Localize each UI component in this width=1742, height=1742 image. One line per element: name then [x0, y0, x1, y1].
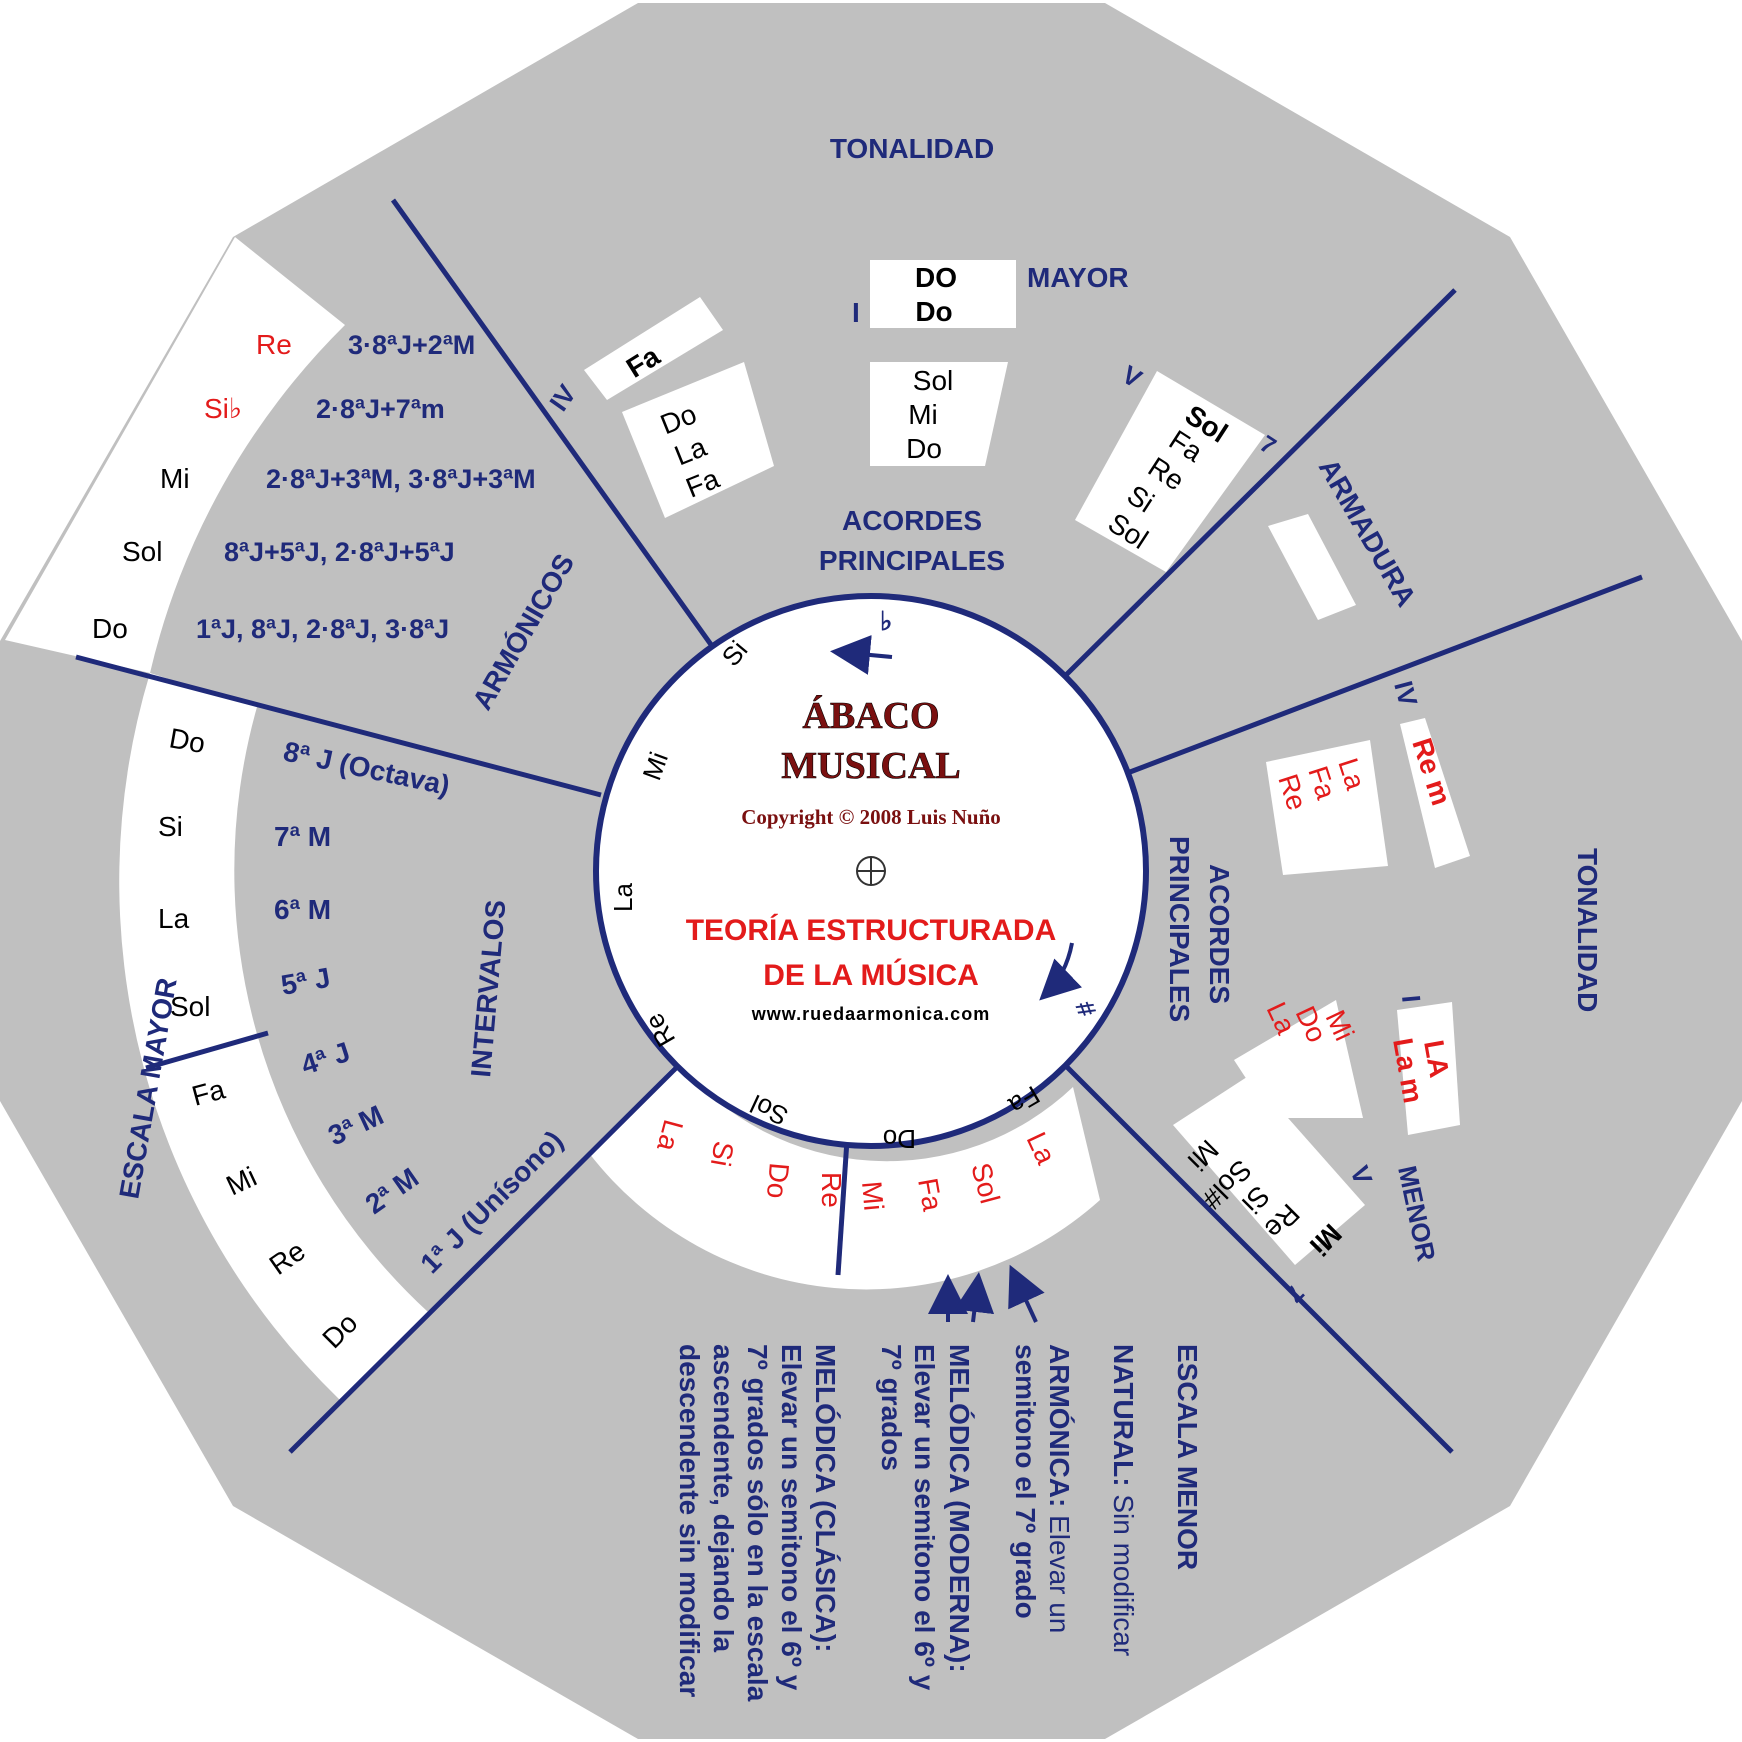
armonicos-white-band — [5, 237, 345, 673]
abaco-title: ÁBACO — [802, 695, 939, 737]
re-m-box — [1400, 718, 1470, 868]
acordes-menor-1: ACORDES — [1204, 864, 1235, 1004]
chord-IV-box — [622, 362, 774, 518]
theory-line-1: TEORÍA ESTRUCTURADA — [686, 913, 1057, 947]
tonalidad-mayor-header: TONALIDAD — [830, 133, 994, 164]
acordes-mayor-2: PRINCIPALES — [819, 545, 1005, 576]
armonico-value-5: 1ªJ, 8ªJ, 2·8ªJ, 3·8ªJ — [196, 614, 449, 644]
escala-menor-desc-3: Do — [761, 1161, 795, 1199]
musical-title: MUSICAL — [781, 745, 960, 787]
natural-text: Sin modificar — [1108, 1494, 1139, 1656]
armonico-value-2: 2·8ªJ+7ªm — [316, 394, 445, 424]
moderna-label: MELÓDICA (MODERNA): — [944, 1344, 975, 1673]
tonalidad-menor-header: TONALIDAD — [1572, 848, 1603, 1012]
armonico-value-1: 3·8ªJ+2ªM — [348, 330, 475, 360]
mayor-label: MAYOR — [1027, 262, 1129, 293]
moderna-text-2: 7º grados — [876, 1344, 907, 1471]
chord-I-box — [870, 362, 1008, 466]
degree-I-mayor: I — [852, 297, 860, 328]
armonica-text-2: semitono el 7º grado — [1010, 1344, 1041, 1619]
intervalo-note-2: Si — [158, 811, 183, 842]
flat-direction-arrow — [830, 635, 893, 675]
chord-IV-root-box — [584, 297, 723, 400]
acordes-menor-2: PRINCIPALES — [1164, 836, 1195, 1022]
clasica-text-2: 7º grados sólo en la escala — [742, 1344, 773, 1702]
ring-note-la: La — [608, 883, 638, 912]
menor-chord-V-box — [1173, 1075, 1365, 1265]
escala-menor-desc-2: Si — [705, 1139, 740, 1169]
intervalo-note-4: Sol — [170, 991, 210, 1022]
clasica-text-4: descendente sin modificar — [674, 1344, 705, 1697]
divider-lines — [75, 198, 1643, 1454]
armadura-box — [1268, 514, 1356, 620]
escala-menor-desc-4: Re — [816, 1172, 847, 1208]
menor-chord-I-box — [1234, 1000, 1363, 1118]
key-do-upper: DO — [915, 262, 957, 293]
armonica-line: ARMÓNICA: Elevar un — [1044, 1344, 1075, 1633]
acordes-mayor-1: ACORDES — [842, 505, 982, 536]
escala-menor-asc-2: Fa — [912, 1176, 948, 1214]
sharp-direction-arrow — [1039, 942, 1082, 1001]
armonico-note-5: Do — [92, 613, 128, 644]
armonico-note-3: Mi — [160, 463, 190, 494]
armonico-value-3: 2·8ªJ+3ªM, 3·8ªJ+3ªM — [266, 464, 536, 494]
intervalo-note-3: La — [158, 903, 190, 934]
clasica-text-3: ascendente, dejando la — [708, 1344, 739, 1653]
chord-V-box — [1075, 371, 1265, 572]
website: www.ruedaarmonica.com — [751, 1004, 990, 1024]
copyright: Copyright © 2008 Luis Nuño — [741, 805, 1001, 829]
chord-I-note-1: Sol — [913, 365, 953, 396]
menor-chord-IV-box — [1266, 740, 1388, 875]
flat-symbol: ♭ — [880, 606, 892, 636]
chord-I-note-2: Mi — [908, 399, 938, 430]
ring-note-do: Do — [883, 1124, 916, 1154]
armonica-text-1: Elevar un — [1044, 1515, 1075, 1633]
armonico-note-4: Sol — [122, 536, 162, 567]
armonico-note-1: Re — [256, 329, 292, 360]
moderna-text-1: Elevar un semitono el 6º y — [909, 1344, 940, 1691]
la-menor-box — [1397, 1002, 1460, 1135]
crosshair-icon — [856, 856, 886, 886]
key-la-upper: LA — [1418, 1038, 1455, 1080]
arrow-armonica — [1008, 1264, 1045, 1323]
do-mayor-box — [870, 260, 1016, 328]
armonico-note-2: Si♭ — [204, 393, 242, 424]
escala-menor-title: ESCALA MENOR — [1172, 1344, 1203, 1570]
clasica-text-1: Elevar un semitono el 6º y — [776, 1344, 807, 1691]
intervalo-note-1: Do — [167, 722, 208, 759]
chord-I-note-3: Do — [906, 433, 942, 464]
degree-I-menor: I — [1396, 994, 1427, 1004]
escala-menor-asc-1: Mi — [856, 1180, 889, 1212]
key-do-lower: Do — [915, 296, 952, 327]
intervalos-white-band — [119, 673, 428, 1400]
theory-line-2: DE LA MÚSICA — [763, 958, 979, 992]
intervalo-name-3: 6ª M — [274, 894, 331, 925]
intervalo-name-2: 7ª M — [274, 821, 331, 852]
arrow-moderna — [954, 1272, 995, 1323]
clasica-label: MELÓDICA (CLÁSICA): — [810, 1344, 841, 1652]
armonico-value-4: 8ªJ+5ªJ, 2·8ªJ+5ªJ — [224, 537, 455, 567]
natural-line: NATURAL: Sin modificar — [1108, 1344, 1139, 1656]
